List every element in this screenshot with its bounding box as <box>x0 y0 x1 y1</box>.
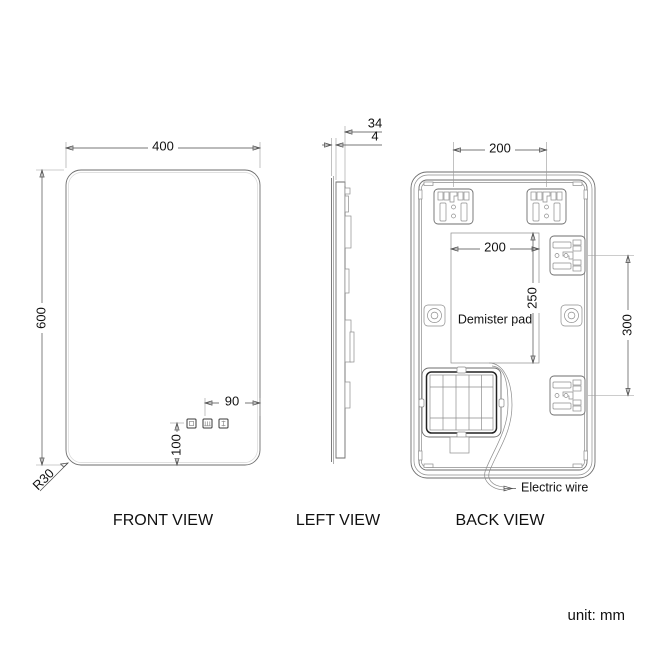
left-depth-dimension: 34 <box>343 115 382 186</box>
demister-pad-label: Demister pad <box>458 312 532 326</box>
left-depth-dimension-text: 34 <box>368 115 382 130</box>
right-lower-mounting-bracket <box>549 375 586 416</box>
right-fixing-boss <box>560 304 583 327</box>
back-corner-clips <box>418 181 588 468</box>
front-control-offset-right-dimension: 90 <box>203 393 262 416</box>
back-view-label: BACK VIEW <box>456 512 546 529</box>
color-temp-switch-icon[interactable] <box>218 418 229 429</box>
front-corner-radius-callout: R30 <box>30 462 70 493</box>
front-width-dimension-text: 400 <box>152 138 174 153</box>
front-control-offset-bottom-text: 100 <box>168 434 183 456</box>
right-upper-mounting-bracket <box>549 235 586 276</box>
electric-wire: Electric wire <box>484 362 588 494</box>
front-touch-controls-group <box>186 418 229 429</box>
back-side-bracket-spacing-dimension: 300 <box>588 254 637 397</box>
demister-height-dimension: 250 <box>524 231 542 365</box>
front-control-offset-bottom-dimension: 100 <box>168 421 186 467</box>
demister-width-text: 200 <box>484 239 506 254</box>
back-view-group: Demister pad <box>410 140 637 529</box>
demister-height-text: 250 <box>524 287 539 309</box>
front-view-group: 400 600 R30 <box>30 138 262 529</box>
back-side-bracket-spacing-text: 300 <box>619 314 634 336</box>
left-glass-thickness-dimension: 4 <box>322 128 382 180</box>
front-corner-radius-text: R30 <box>30 466 57 493</box>
demister-width-dimension: 200 <box>449 239 541 258</box>
front-height-dimension: 600 <box>33 168 64 467</box>
left-view-label: LEFT VIEW <box>296 512 381 529</box>
unit-note: unit: mm <box>567 607 625 624</box>
touch-switch-icon[interactable] <box>186 418 197 429</box>
top-left-mounting-bracket <box>433 188 474 225</box>
front-width-dimension: 400 <box>64 138 262 168</box>
driver-box <box>418 366 505 454</box>
demister-switch-icon[interactable] <box>202 418 213 429</box>
back-bracket-spacing-dimension: 200 <box>452 140 548 187</box>
left-fixing-boss <box>423 304 446 327</box>
front-control-offset-right-text: 90 <box>225 393 239 408</box>
left-glass-thickness-text: 4 <box>371 128 378 143</box>
left-view-group: 34 4 LEFT VIEW <box>296 115 382 529</box>
front-mirror-inner-edge <box>68 172 258 463</box>
front-height-dimension-text: 600 <box>33 307 48 329</box>
back-outer-outline-inner <box>413 174 593 476</box>
back-recess-panel-inner <box>421 182 585 468</box>
back-bracket-spacing-text: 200 <box>489 140 511 155</box>
electric-wire-label: Electric wire <box>521 480 588 494</box>
left-component-projections <box>344 187 355 409</box>
top-right-mounting-bracket <box>526 188 567 225</box>
front-view-label: FRONT VIEW <box>113 512 214 529</box>
front-mirror-outline <box>65 169 261 466</box>
left-body-profile <box>335 181 346 459</box>
